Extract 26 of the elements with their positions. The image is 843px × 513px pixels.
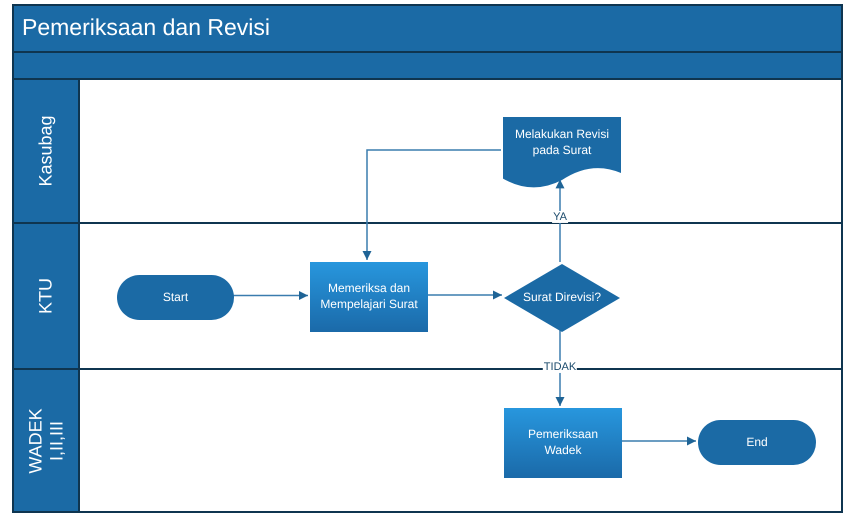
process-box: [310, 262, 428, 332]
swimlane: [12, 222, 843, 370]
arrow: [362, 149, 501, 260]
arrow: [232, 291, 308, 300]
lane-title: Kasubag: [36, 114, 56, 189]
edge-label: YA: [552, 210, 568, 224]
edge-label: TIDAK: [542, 360, 578, 374]
arrow: [426, 290, 502, 300]
swimlane: [12, 368, 843, 513]
terminator-pill: [698, 420, 816, 465]
swimlane: [12, 78, 843, 224]
terminator-pill: [117, 275, 234, 320]
node-label: Melakukan Revisi pada Surat: [514, 127, 610, 158]
decision-diamond: [504, 264, 620, 332]
node-label: Memeriksa dan Mempelajari Surat: [319, 281, 419, 313]
lane-title: WADEK I,II,III: [25, 406, 67, 476]
process-box: [504, 408, 622, 478]
document-shape: [503, 117, 621, 187]
node-label: Pemeriksaan Wadek: [526, 427, 600, 459]
arrow: [620, 436, 696, 446]
lane-title: KTU: [36, 277, 56, 316]
node-label: Surat Direvisi?: [522, 290, 602, 306]
node-label: Start: [162, 290, 190, 306]
title: Pemeriksaan dan Revisi: [22, 14, 270, 41]
arrow: [556, 179, 564, 262]
node-label: End: [745, 434, 769, 450]
